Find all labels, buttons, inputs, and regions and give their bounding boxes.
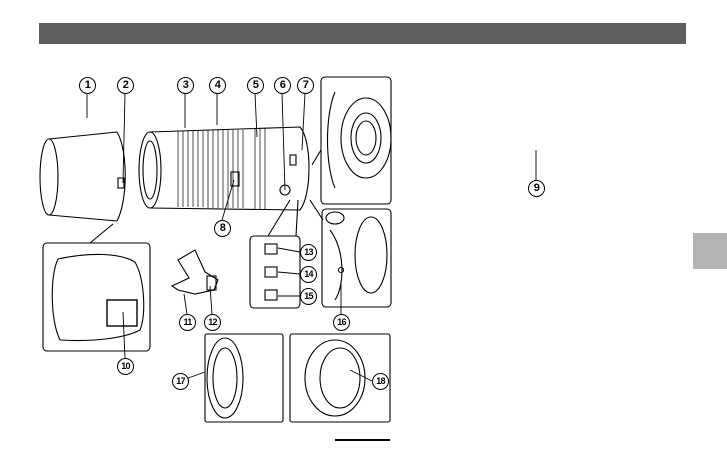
callout-18: 18: [372, 373, 389, 390]
callout-15: 15: [300, 288, 317, 305]
callout-2: 2: [117, 77, 134, 94]
callout-13: 13: [300, 244, 317, 261]
callout-8: 8: [214, 220, 231, 237]
callout-10: 10: [117, 358, 134, 375]
callout-7: 7: [297, 77, 314, 94]
callout-16: 16: [333, 314, 350, 331]
callout-5: 5: [247, 77, 264, 94]
hood-detail-box: [43, 224, 150, 351]
tripod-mount-detail: [310, 200, 391, 307]
callout-9: 9: [528, 180, 545, 197]
lens-rear-cap: [205, 334, 283, 422]
leader-lines: [87, 93, 536, 381]
callout-1: 1: [79, 77, 96, 94]
lens-front-detail: [312, 77, 391, 204]
callout-12: 12: [204, 314, 221, 331]
lens-hood: [40, 132, 125, 221]
callout-11: 11: [179, 314, 196, 331]
callout-17: 17: [172, 373, 189, 390]
switch-panel-detail: [250, 200, 300, 308]
callout-3: 3: [177, 77, 194, 94]
tripod-foot: [172, 250, 218, 294]
callout-14: 14: [300, 266, 317, 283]
callout-6: 6: [274, 77, 291, 94]
callout-4: 4: [209, 77, 226, 94]
